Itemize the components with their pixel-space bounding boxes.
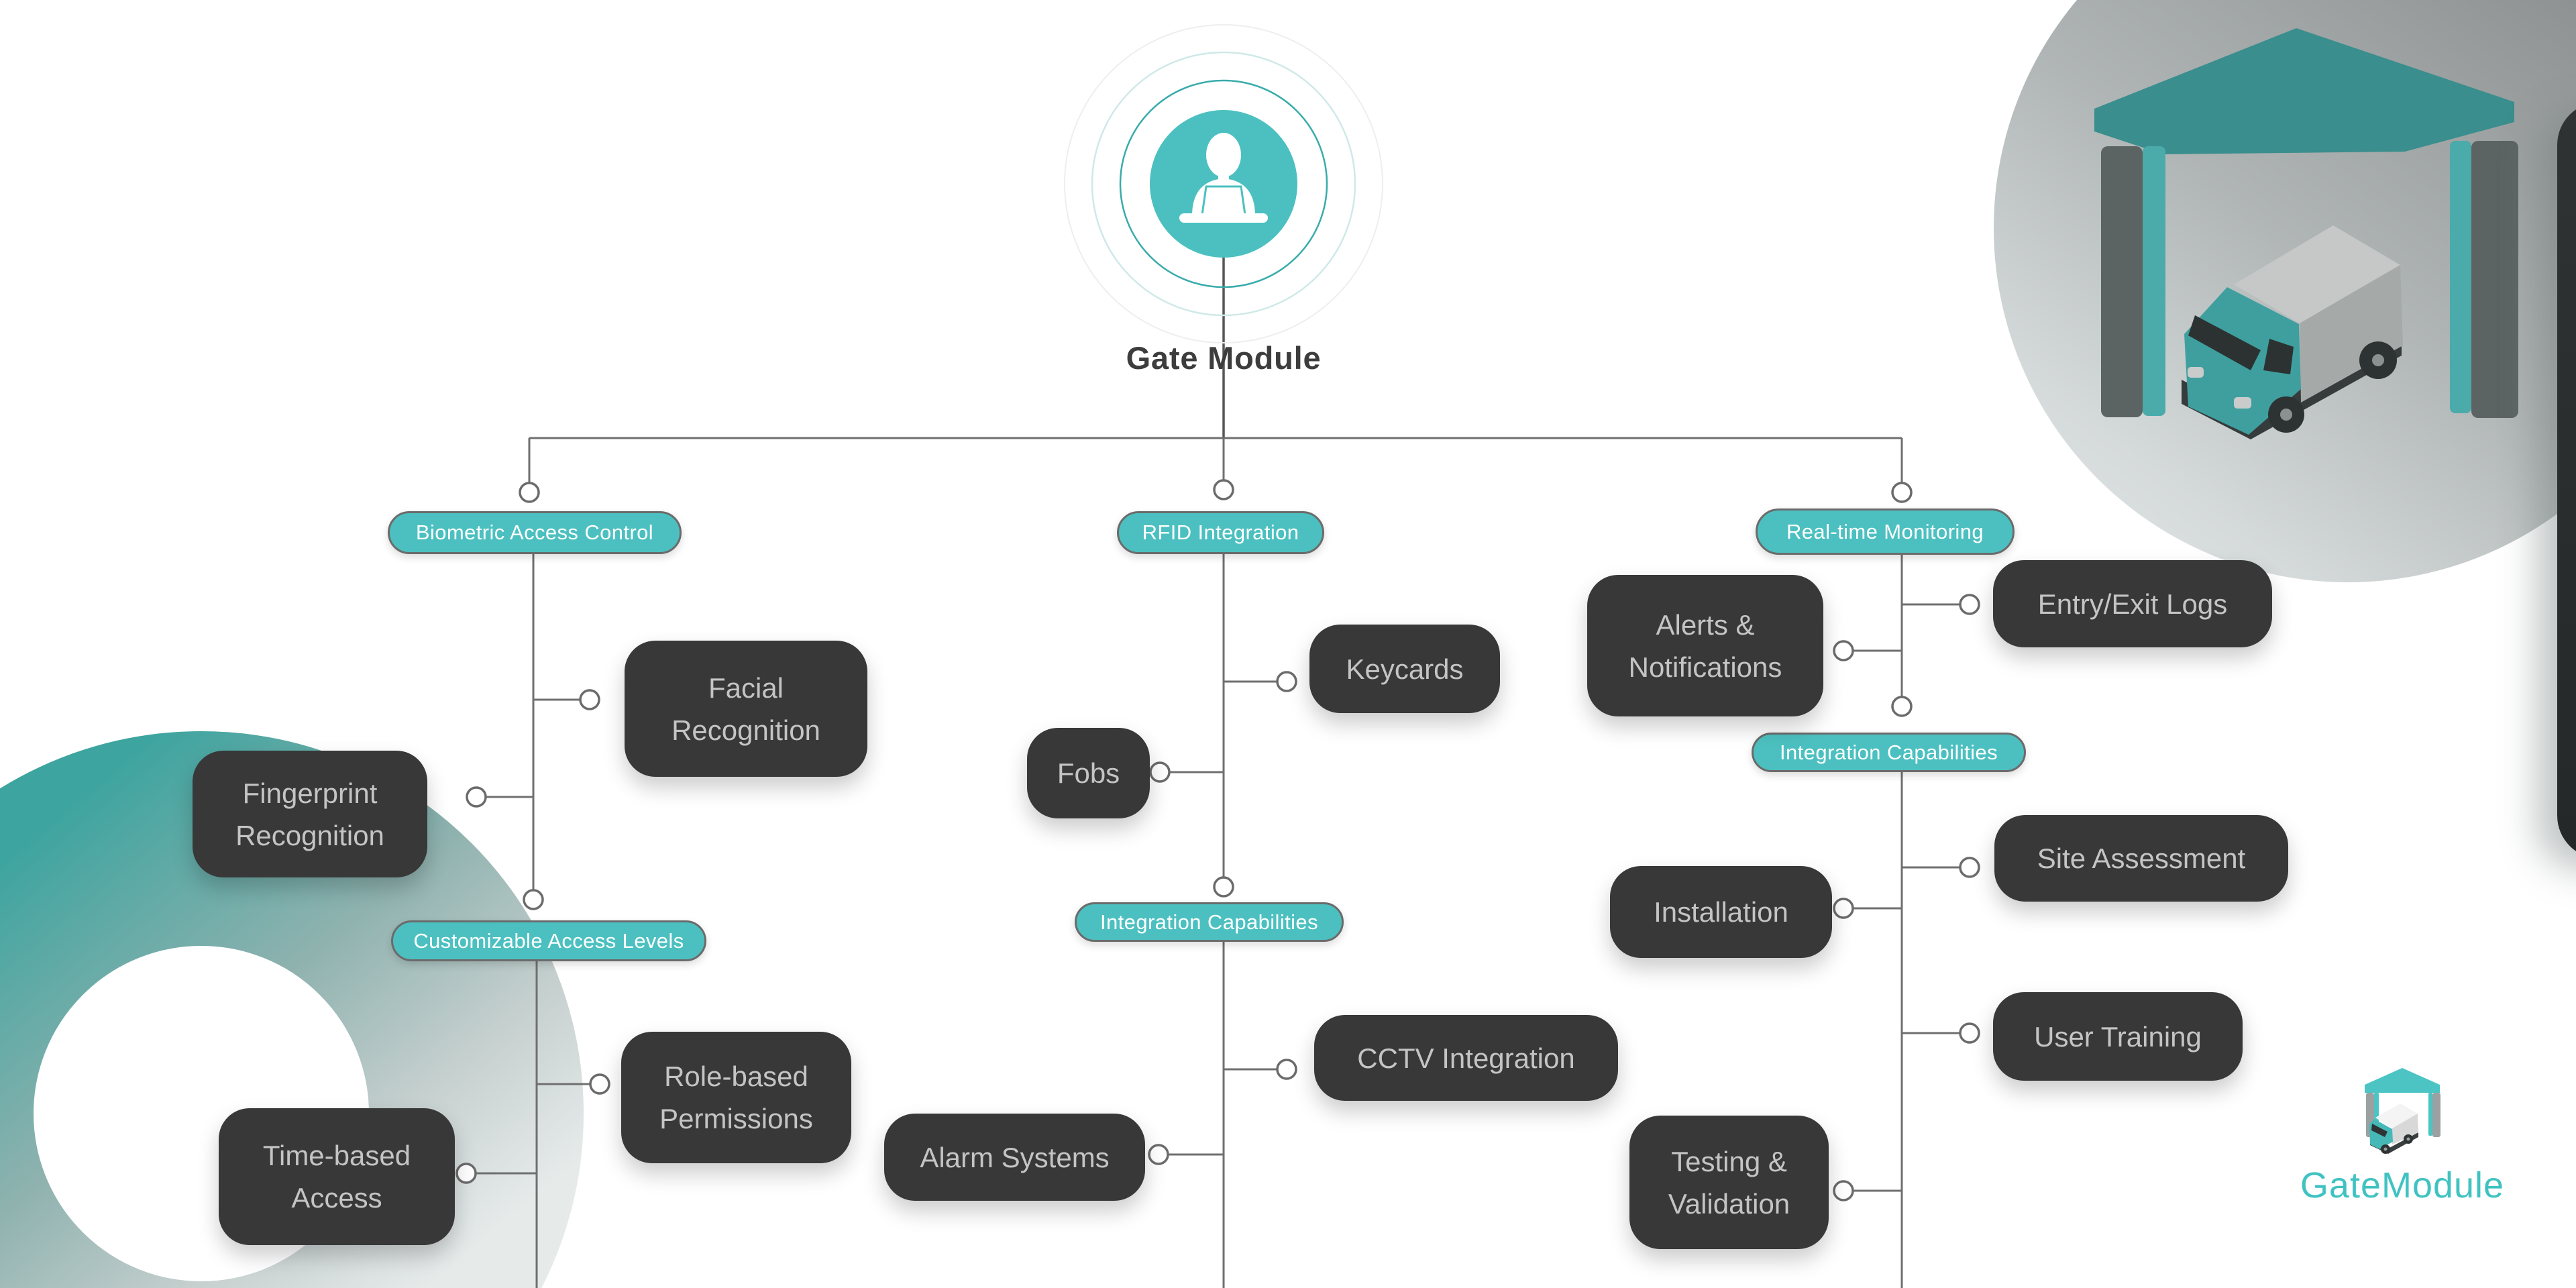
leaf-node-installation[interactable]: Installation (1610, 866, 1832, 958)
leaf-node-fobs[interactable]: Fobs (1027, 728, 1150, 818)
connector-node-circles (455, 479, 1980, 1201)
delivery-truck-illustration (2182, 225, 2403, 439)
logo-warehouse-icon (2365, 1068, 2440, 1154)
branch-pill-realtime-monitoring[interactable]: Real-time Monitoring (1756, 508, 2015, 555)
root-title: Gate Module (1126, 340, 1322, 376)
logo-truck-icon (2369, 1104, 2418, 1154)
leaf-node-keycards[interactable]: Keycards (1309, 625, 1500, 713)
warehouse-gate-illustration (2094, 28, 2518, 418)
person-at-desk-icon (1179, 133, 1268, 223)
leaf-node-site-assessment[interactable]: Site Assessment (1994, 815, 2288, 902)
leaf-node-user-training[interactable]: User Training (1993, 992, 2243, 1081)
branch-pill-rfid-integration[interactable]: RFID Integration (1117, 511, 1324, 554)
branch-pill-integration-capabilities-right[interactable]: Integration Capabilities (1752, 733, 2026, 772)
branch-pill-integration-capabilities-mid[interactable]: Integration Capabilities (1075, 902, 1344, 942)
leaf-node-fingerprint-recognition[interactable]: Fingerprint Recognition (193, 751, 427, 877)
root-node[interactable] (1064, 24, 1383, 343)
leaf-node-role-based-permissions[interactable]: Role-based Permissions (621, 1032, 851, 1163)
leaf-node-cctv-integration[interactable]: CCTV Integration (1314, 1015, 1618, 1101)
leaf-node-alerts-notifications[interactable]: Alerts & Notifications (1587, 575, 1823, 716)
connector-lines (476, 258, 1960, 1288)
logo-text: GateModule (2300, 1165, 2505, 1205)
leaf-node-alarm-systems[interactable]: Alarm Systems (884, 1114, 1145, 1201)
leaf-node-testing-validation[interactable]: Testing & Validation (1629, 1116, 1829, 1249)
branch-pill-biometric-access-control[interactable]: Biometric Access Control (388, 511, 682, 554)
leaf-node-facial-recognition[interactable]: Facial Recognition (625, 641, 867, 777)
leaf-node-entry-exit-logs[interactable]: Entry/Exit Logs (1993, 560, 2272, 647)
right-edge-panel (2557, 102, 2576, 859)
leaf-node-time-based-access[interactable]: Time-based Access (219, 1108, 455, 1245)
branch-pill-customizable-access-levels[interactable]: Customizable Access Levels (391, 920, 706, 961)
